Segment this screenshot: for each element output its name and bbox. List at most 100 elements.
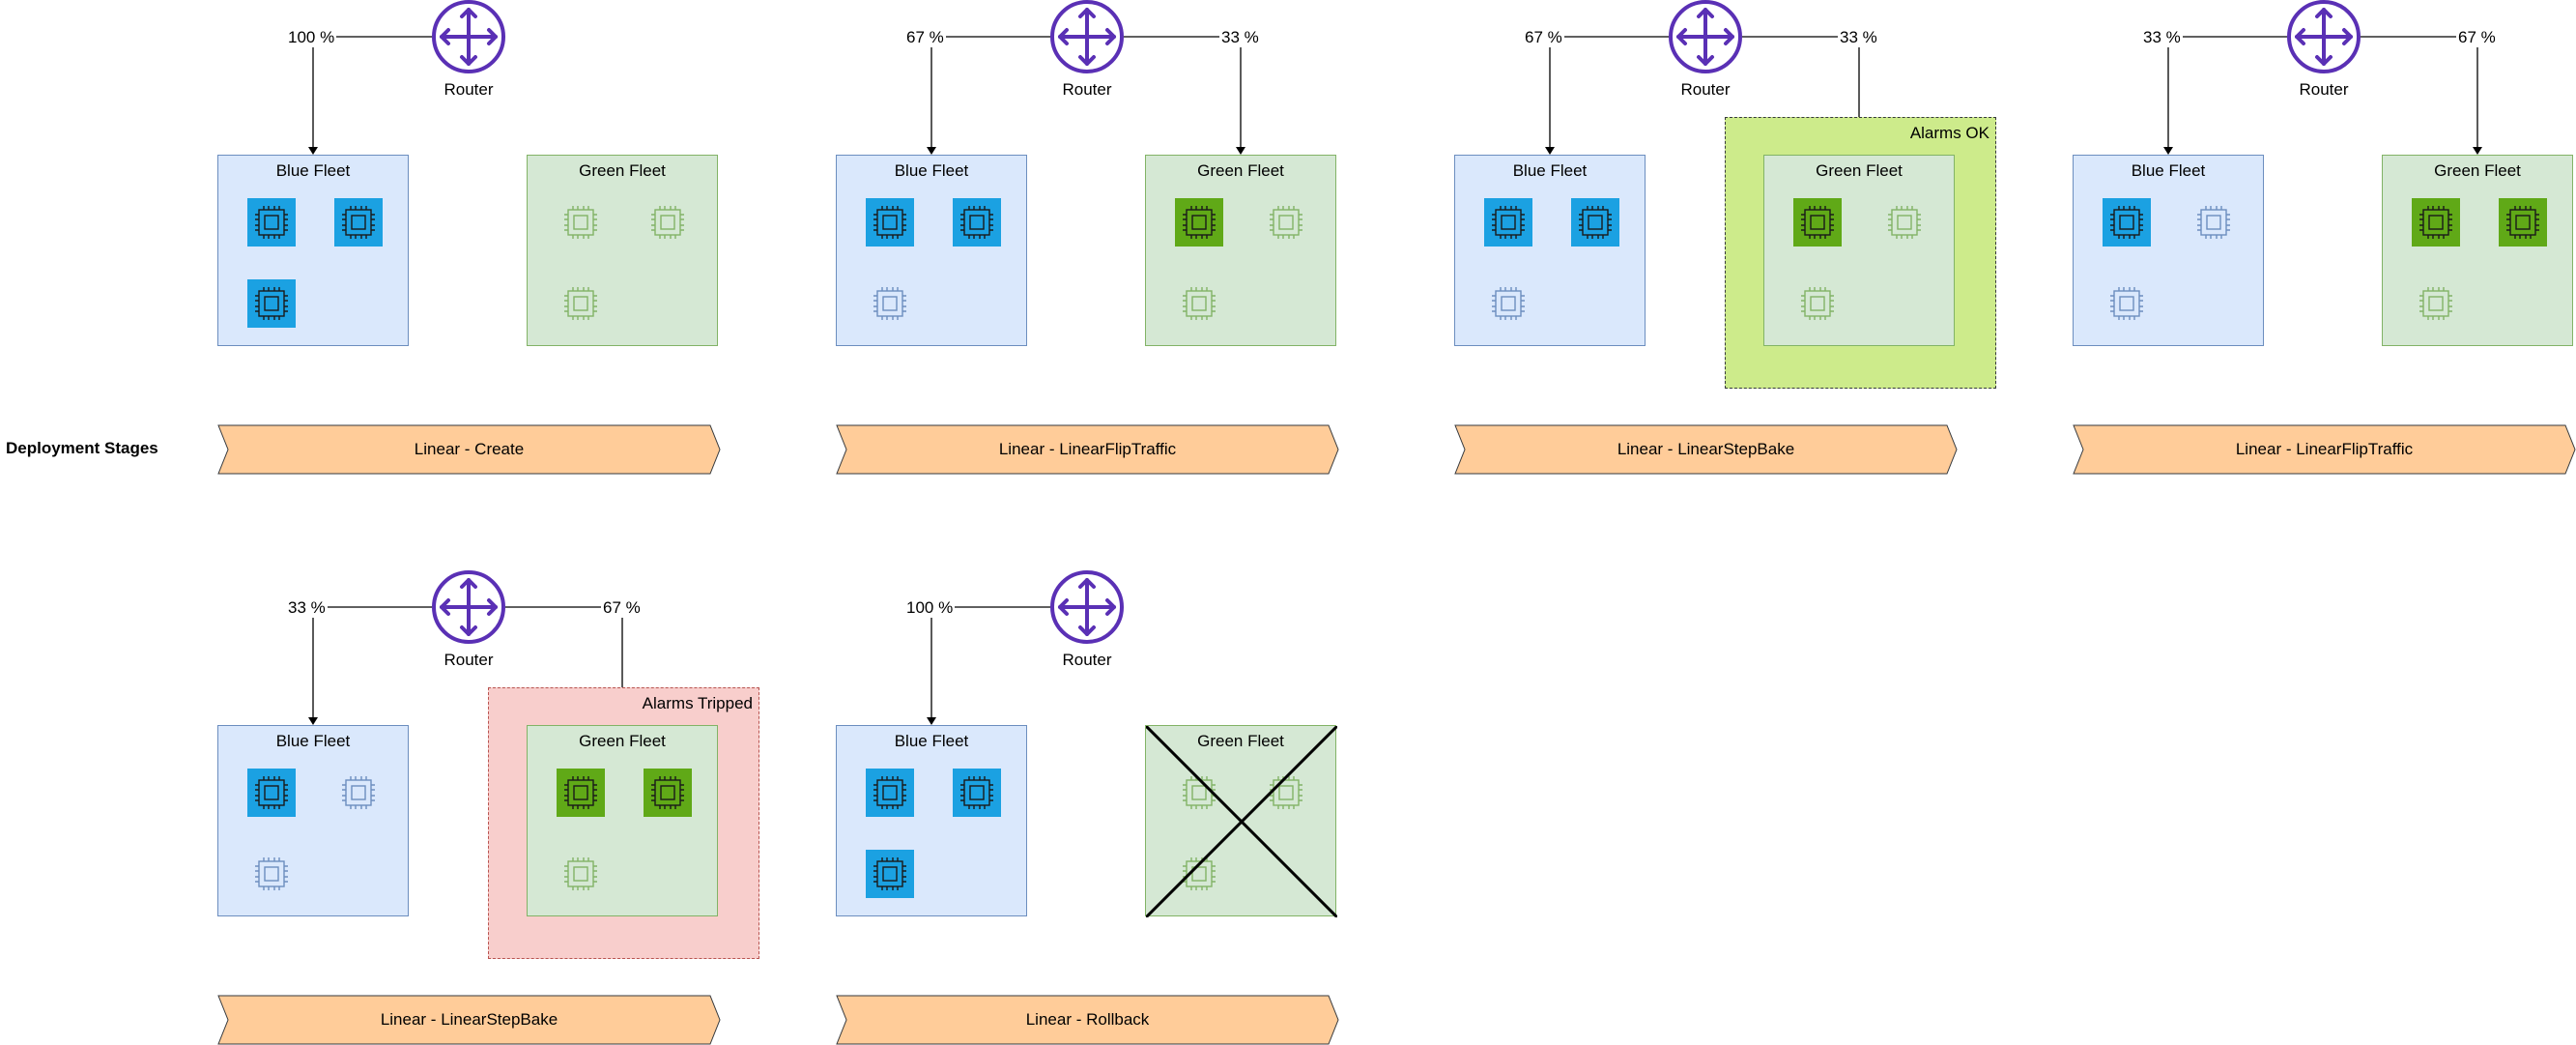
router-label: Router: [1062, 80, 1112, 99]
instance-chip-icon: [953, 198, 1001, 247]
instance-chip-icon: [644, 198, 692, 247]
traffic-percent-blue: 100 %: [904, 598, 956, 618]
router-label: Router: [444, 651, 494, 669]
traffic-percent-blue: 67 %: [904, 28, 946, 47]
blue-fleet-title: Blue Fleet: [275, 732, 351, 750]
traffic-percent-blue: 67 %: [1523, 28, 1564, 47]
stage-name: Linear - LinearStepBake: [1617, 440, 1795, 458]
green-fleet-title: Green Fleet: [2434, 161, 2521, 180]
blue-fleet: Blue Fleet: [2073, 155, 2264, 346]
stage-banner: Linear - LinearStepBake: [217, 995, 721, 1045]
green-fleet: Green Fleet: [1144, 724, 1339, 919]
instance-chip-icon: [1262, 769, 1310, 817]
arrowhead-icon: [2473, 147, 2482, 155]
stage-name: Linear - LinearFlipTraffic: [2235, 440, 2414, 458]
arrowhead-icon: [1236, 147, 1245, 155]
instance-chip-icon: [557, 279, 605, 328]
green-fleet: Green Fleet: [1763, 155, 1955, 346]
instance-chip-icon: [1484, 279, 1532, 328]
instance-chip-icon: [866, 769, 914, 817]
blue-fleet: Blue Fleet: [836, 725, 1027, 916]
alarm-status-label: Alarms OK: [1909, 124, 1989, 142]
instance-chip-icon: [1262, 198, 1310, 247]
traffic-percent-blue: 33 %: [286, 598, 328, 618]
traffic-percent-blue: 33 %: [2141, 28, 2183, 47]
blue-fleet-title: Blue Fleet: [894, 732, 969, 750]
instance-chip-icon: [1175, 198, 1223, 247]
instance-chip-icon: [644, 769, 692, 817]
instance-chip-icon: [247, 198, 296, 247]
green-fleet-title: Green Fleet: [579, 161, 666, 180]
instance-chip-icon: [2412, 279, 2460, 328]
instance-chip-icon: [334, 198, 383, 247]
arrowhead-icon: [2163, 147, 2173, 155]
stage-name: Linear - LinearStepBake: [380, 1010, 558, 1029]
stage-name: Linear - LinearFlipTraffic: [998, 440, 1177, 458]
blue-fleet: Blue Fleet: [836, 155, 1027, 346]
blue-fleet: Blue Fleet: [217, 725, 409, 916]
router-label: Router: [2299, 80, 2349, 99]
instance-chip-icon: [866, 850, 914, 898]
blue-fleet-title: Blue Fleet: [1512, 161, 1588, 180]
traffic-percent-green: 67 %: [2456, 28, 2498, 47]
stage-name: Linear - Create: [414, 440, 525, 458]
arrowhead-icon: [308, 147, 318, 155]
blue-fleet: Blue Fleet: [217, 155, 409, 346]
stage-banner: Linear - Rollback: [836, 995, 1339, 1045]
router-icon: [1050, 0, 1124, 78]
router-label: Router: [444, 80, 494, 99]
instance-chip-icon: [1571, 198, 1619, 247]
green-fleet-title: Green Fleet: [579, 732, 666, 750]
green-fleet-title: Green Fleet: [1197, 161, 1284, 180]
instance-chip-icon: [247, 279, 296, 328]
router-icon: [1669, 0, 1742, 78]
blue-fleet-title: Blue Fleet: [2131, 161, 2206, 180]
instance-chip-icon: [1793, 198, 1842, 247]
router-icon: [432, 570, 505, 649]
instance-chip-icon: [2499, 198, 2547, 247]
instance-chip-icon: [557, 769, 605, 817]
blue-fleet: Blue Fleet: [1454, 155, 1646, 346]
blue-fleet-title: Blue Fleet: [894, 161, 969, 180]
arrowhead-icon: [927, 717, 936, 725]
instance-chip-icon: [1793, 279, 1842, 328]
instance-chip-icon: [866, 198, 914, 247]
instance-chip-icon: [2103, 279, 2151, 328]
instance-chip-icon: [557, 198, 605, 247]
router-label: Router: [1062, 651, 1112, 669]
instance-chip-icon: [334, 769, 383, 817]
instance-chip-icon: [2190, 198, 2238, 247]
deployment-stages-label: Deployment Stages: [6, 439, 158, 457]
green-fleet: Green Fleet: [527, 155, 718, 346]
traffic-percent-green: 33 %: [1838, 28, 1879, 47]
instance-chip-icon: [247, 769, 296, 817]
instance-chip-icon: [953, 769, 1001, 817]
arrowhead-icon: [1545, 147, 1555, 155]
instance-chip-icon: [866, 279, 914, 328]
green-fleet: Green Fleet: [2382, 155, 2573, 346]
green-fleet: Green Fleet: [527, 725, 718, 916]
stage-banner: Linear - Create: [217, 424, 721, 475]
instance-chip-icon: [247, 850, 296, 898]
instance-chip-icon: [2412, 198, 2460, 247]
instance-chip-icon: [1175, 279, 1223, 328]
stage-banner: Linear - LinearStepBake: [1454, 424, 1958, 475]
traffic-percent-green: 33 %: [1219, 28, 1261, 47]
arrowhead-icon: [927, 147, 936, 155]
stage-name: Linear - Rollback: [1025, 1010, 1150, 1029]
arrowhead-icon: [308, 717, 318, 725]
instance-chip-icon: [2103, 198, 2151, 247]
traffic-percent-blue: 100 %: [286, 28, 337, 47]
router-label: Router: [1680, 80, 1731, 99]
router-icon: [432, 0, 505, 78]
stage-banner: Linear - LinearFlipTraffic: [2073, 424, 2576, 475]
green-fleet: Green Fleet: [1145, 155, 1336, 346]
instance-chip-icon: [557, 850, 605, 898]
router-icon: [2287, 0, 2361, 78]
blue-fleet-title: Blue Fleet: [275, 161, 351, 180]
instance-chip-icon: [1484, 198, 1532, 247]
green-fleet-title: Green Fleet: [1816, 161, 1903, 180]
instance-chip-icon: [1880, 198, 1929, 247]
alarm-status-label: Alarms Tripped: [642, 694, 753, 712]
